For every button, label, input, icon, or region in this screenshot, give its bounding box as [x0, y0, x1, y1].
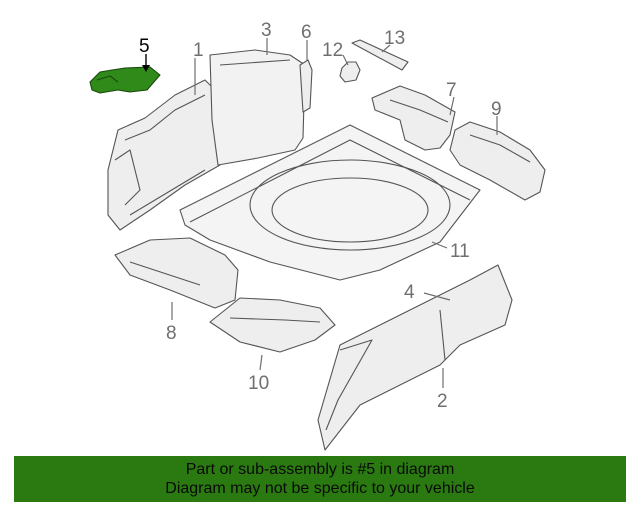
info-banner: Part or sub-assembly is #5 in diagram Di… — [14, 456, 626, 502]
callout-12: 12 — [322, 40, 343, 61]
part-6-strip[interactable] — [299, 59, 313, 113]
banner-line-1: Part or sub-assembly is #5 in diagram — [185, 461, 455, 478]
part-12-clip[interactable] — [339, 61, 361, 83]
callout-13: 13 — [384, 28, 405, 49]
part-10-tray[interactable] — [209, 297, 336, 353]
callout-6: 6 — [301, 22, 312, 43]
part-3-panel[interactable] — [209, 49, 306, 166]
part-13-bar[interactable] — [351, 39, 409, 71]
callout-5: 5 — [139, 36, 150, 57]
callout-10: 10 — [248, 373, 269, 394]
part-2-right-trim[interactable] — [317, 264, 513, 451]
leader-lines — [171, 38, 498, 388]
part-5-highlighted[interactable] — [89, 66, 161, 94]
callout-2: 2 — [437, 391, 448, 412]
callout-9: 9 — [491, 99, 502, 120]
callout-7: 7 — [446, 80, 457, 101]
callout-3: 3 — [261, 20, 272, 41]
callout-4: 4 — [404, 282, 415, 303]
callout-11: 11 — [450, 241, 470, 262]
callout-1: 1 — [193, 40, 204, 61]
part-1-left-trim[interactable] — [107, 79, 221, 231]
banner-line-2: Diagram may not be specific to your vehi… — [165, 480, 475, 497]
part-7-bracket[interactable] — [371, 85, 456, 151]
part-8-tray[interactable] — [114, 237, 239, 309]
callout-5-arrow — [142, 54, 150, 72]
callout-8: 8 — [166, 323, 177, 344]
part-9-right-trim[interactable] — [449, 121, 546, 201]
part-11-floor[interactable] — [179, 124, 481, 281]
